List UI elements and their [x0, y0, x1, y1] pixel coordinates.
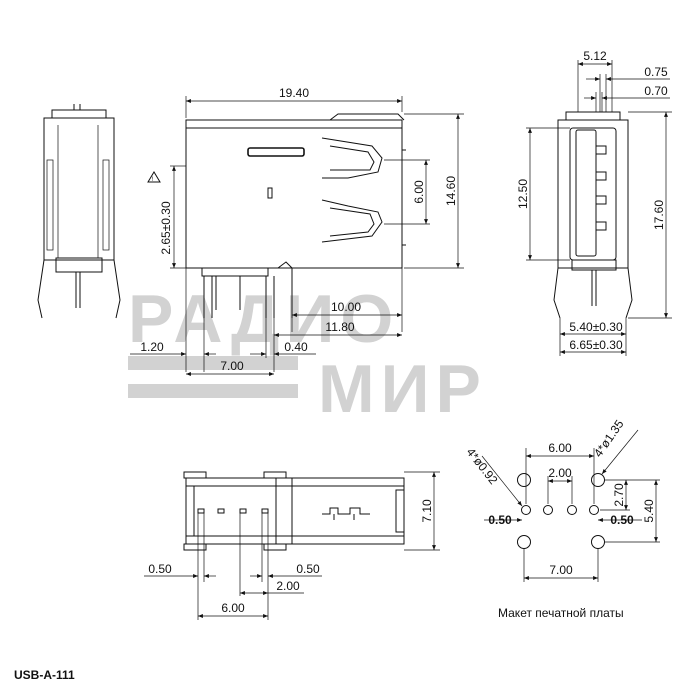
pcb-hole-small [567, 505, 577, 515]
watermark-line-1: РАДИО [128, 281, 399, 357]
dim-pin-offset-1: 5.40±0.30 [569, 320, 623, 334]
dim-bottom-right-pad: 0.50 [296, 562, 320, 576]
dim-bottom-span: 6.00 [221, 601, 245, 615]
dim-left-gap: 1.20 [140, 340, 164, 354]
dim-pcb-left-pad: 0.50 [488, 513, 512, 527]
pcb-hole-large [517, 473, 531, 487]
dim-bottom-pitch: 2.00 [276, 579, 300, 593]
dim-inner-height: 12.50 [516, 179, 530, 209]
part-number-label: USB-A-111 [14, 668, 75, 682]
dim-pcb-total-height: 5.40 [642, 499, 656, 523]
watermark: РАДИО МИР [128, 281, 487, 427]
dim-port-height: 6.00 [412, 180, 426, 204]
pcb-layout: 4*ø0.92 4*ø1.35 6.00 2.00 2.70 5.40 0.50… [464, 417, 660, 582]
dim-bottom-left-pad: 0.50 [148, 562, 172, 576]
dim-offset: 2.65±0.30 [159, 201, 173, 255]
dim-pin-span-2: 11.80 [325, 320, 354, 334]
dim-pin-offset-2: 6.65±0.30 [569, 338, 623, 352]
dim-pcb-top-span: 6.00 [548, 441, 572, 455]
left-side-view [37, 104, 121, 319]
dim-right-gap: 0.40 [284, 340, 308, 354]
dim-top-width: 5.12 [583, 49, 607, 63]
pcb-hole-large [517, 535, 531, 549]
watermark-line-2: МИР [318, 351, 487, 427]
pcb-layout-caption: Макет печатной платы [498, 606, 624, 620]
pcb-hole-small [543, 505, 553, 515]
dim-tab-2: 0.70 [644, 84, 668, 98]
dim-bottom-height: 7.10 [420, 499, 434, 523]
warning-mark: ! [152, 177, 154, 183]
right-side-view: 5.12 0.75 0.70 12.50 17.60 5.40±0.30 6.6… [516, 49, 672, 356]
dim-pin-pitch: 7.00 [220, 359, 244, 373]
dim-large-hole: 4*ø1.35 [591, 417, 627, 460]
bottom-view: 7.10 0.50 0.50 2.00 6.00 [144, 471, 440, 620]
watermark-bar [128, 356, 298, 370]
pcb-hole-large [591, 473, 605, 487]
dim-small-hole: 4*ø0.92 [464, 445, 501, 487]
dim-pin-span-1: 10.00 [331, 300, 361, 314]
dim-width: 19.40 [279, 86, 309, 100]
watermark-bar [128, 384, 298, 398]
dim-pcb-right-pad: 0.50 [610, 513, 634, 527]
dim-outer-height: 17.60 [652, 200, 666, 230]
pcb-hole-small [521, 505, 531, 515]
front-view: ! 19.40 14.60 6.00 2.65±0.30 10.00 11.80 [130, 86, 464, 376]
dim-tab-1: 0.75 [644, 65, 668, 79]
pcb-hole-small [589, 505, 599, 515]
dim-pcb-row-gap: 2.70 [612, 483, 626, 507]
dim-pcb-pitch: 2.00 [548, 466, 572, 480]
dim-pcb-bottom-span: 7.00 [549, 563, 573, 577]
warning-triangle-icon [147, 171, 161, 183]
pcb-hole-large [591, 535, 605, 549]
dim-height: 14.60 [444, 176, 458, 206]
